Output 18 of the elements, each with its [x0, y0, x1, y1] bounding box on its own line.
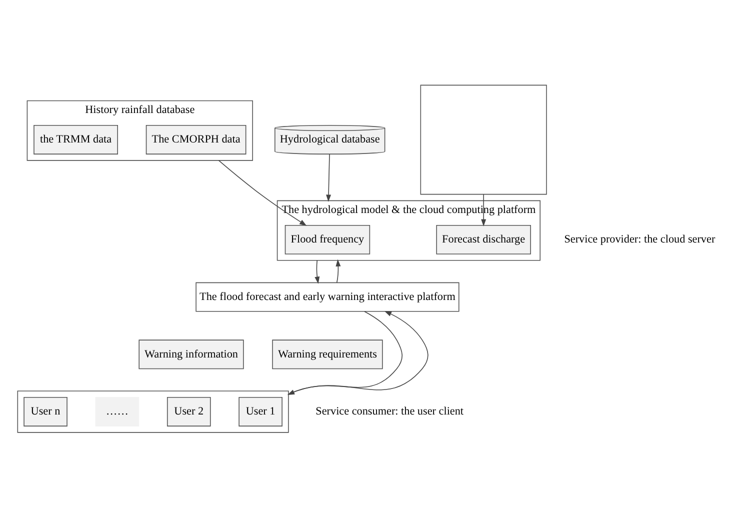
node-box: User 1	[238, 397, 282, 426]
node-box: the TRMM data	[34, 125, 118, 154]
node-box: Flood frequency	[284, 224, 370, 254]
label: Service consumer: the user client	[316, 406, 464, 418]
arrow	[218, 160, 307, 226]
label: Service provider: the cloud server	[564, 234, 716, 246]
arrow	[326, 154, 332, 202]
node-box: User n	[24, 397, 68, 426]
node-box: Forecast discharge	[436, 224, 531, 254]
node-box: The flood forecast and early warning interactive platform	[196, 282, 460, 312]
arrow	[314, 260, 320, 284]
node-box	[420, 84, 547, 195]
node-box: Warning information	[138, 340, 244, 370]
node-box: User 2	[166, 397, 211, 426]
node-box: Warning requirements	[272, 340, 383, 370]
arrow	[336, 259, 341, 284]
cluster	[17, 390, 289, 433]
node-box: The CMORPH data	[146, 125, 246, 154]
